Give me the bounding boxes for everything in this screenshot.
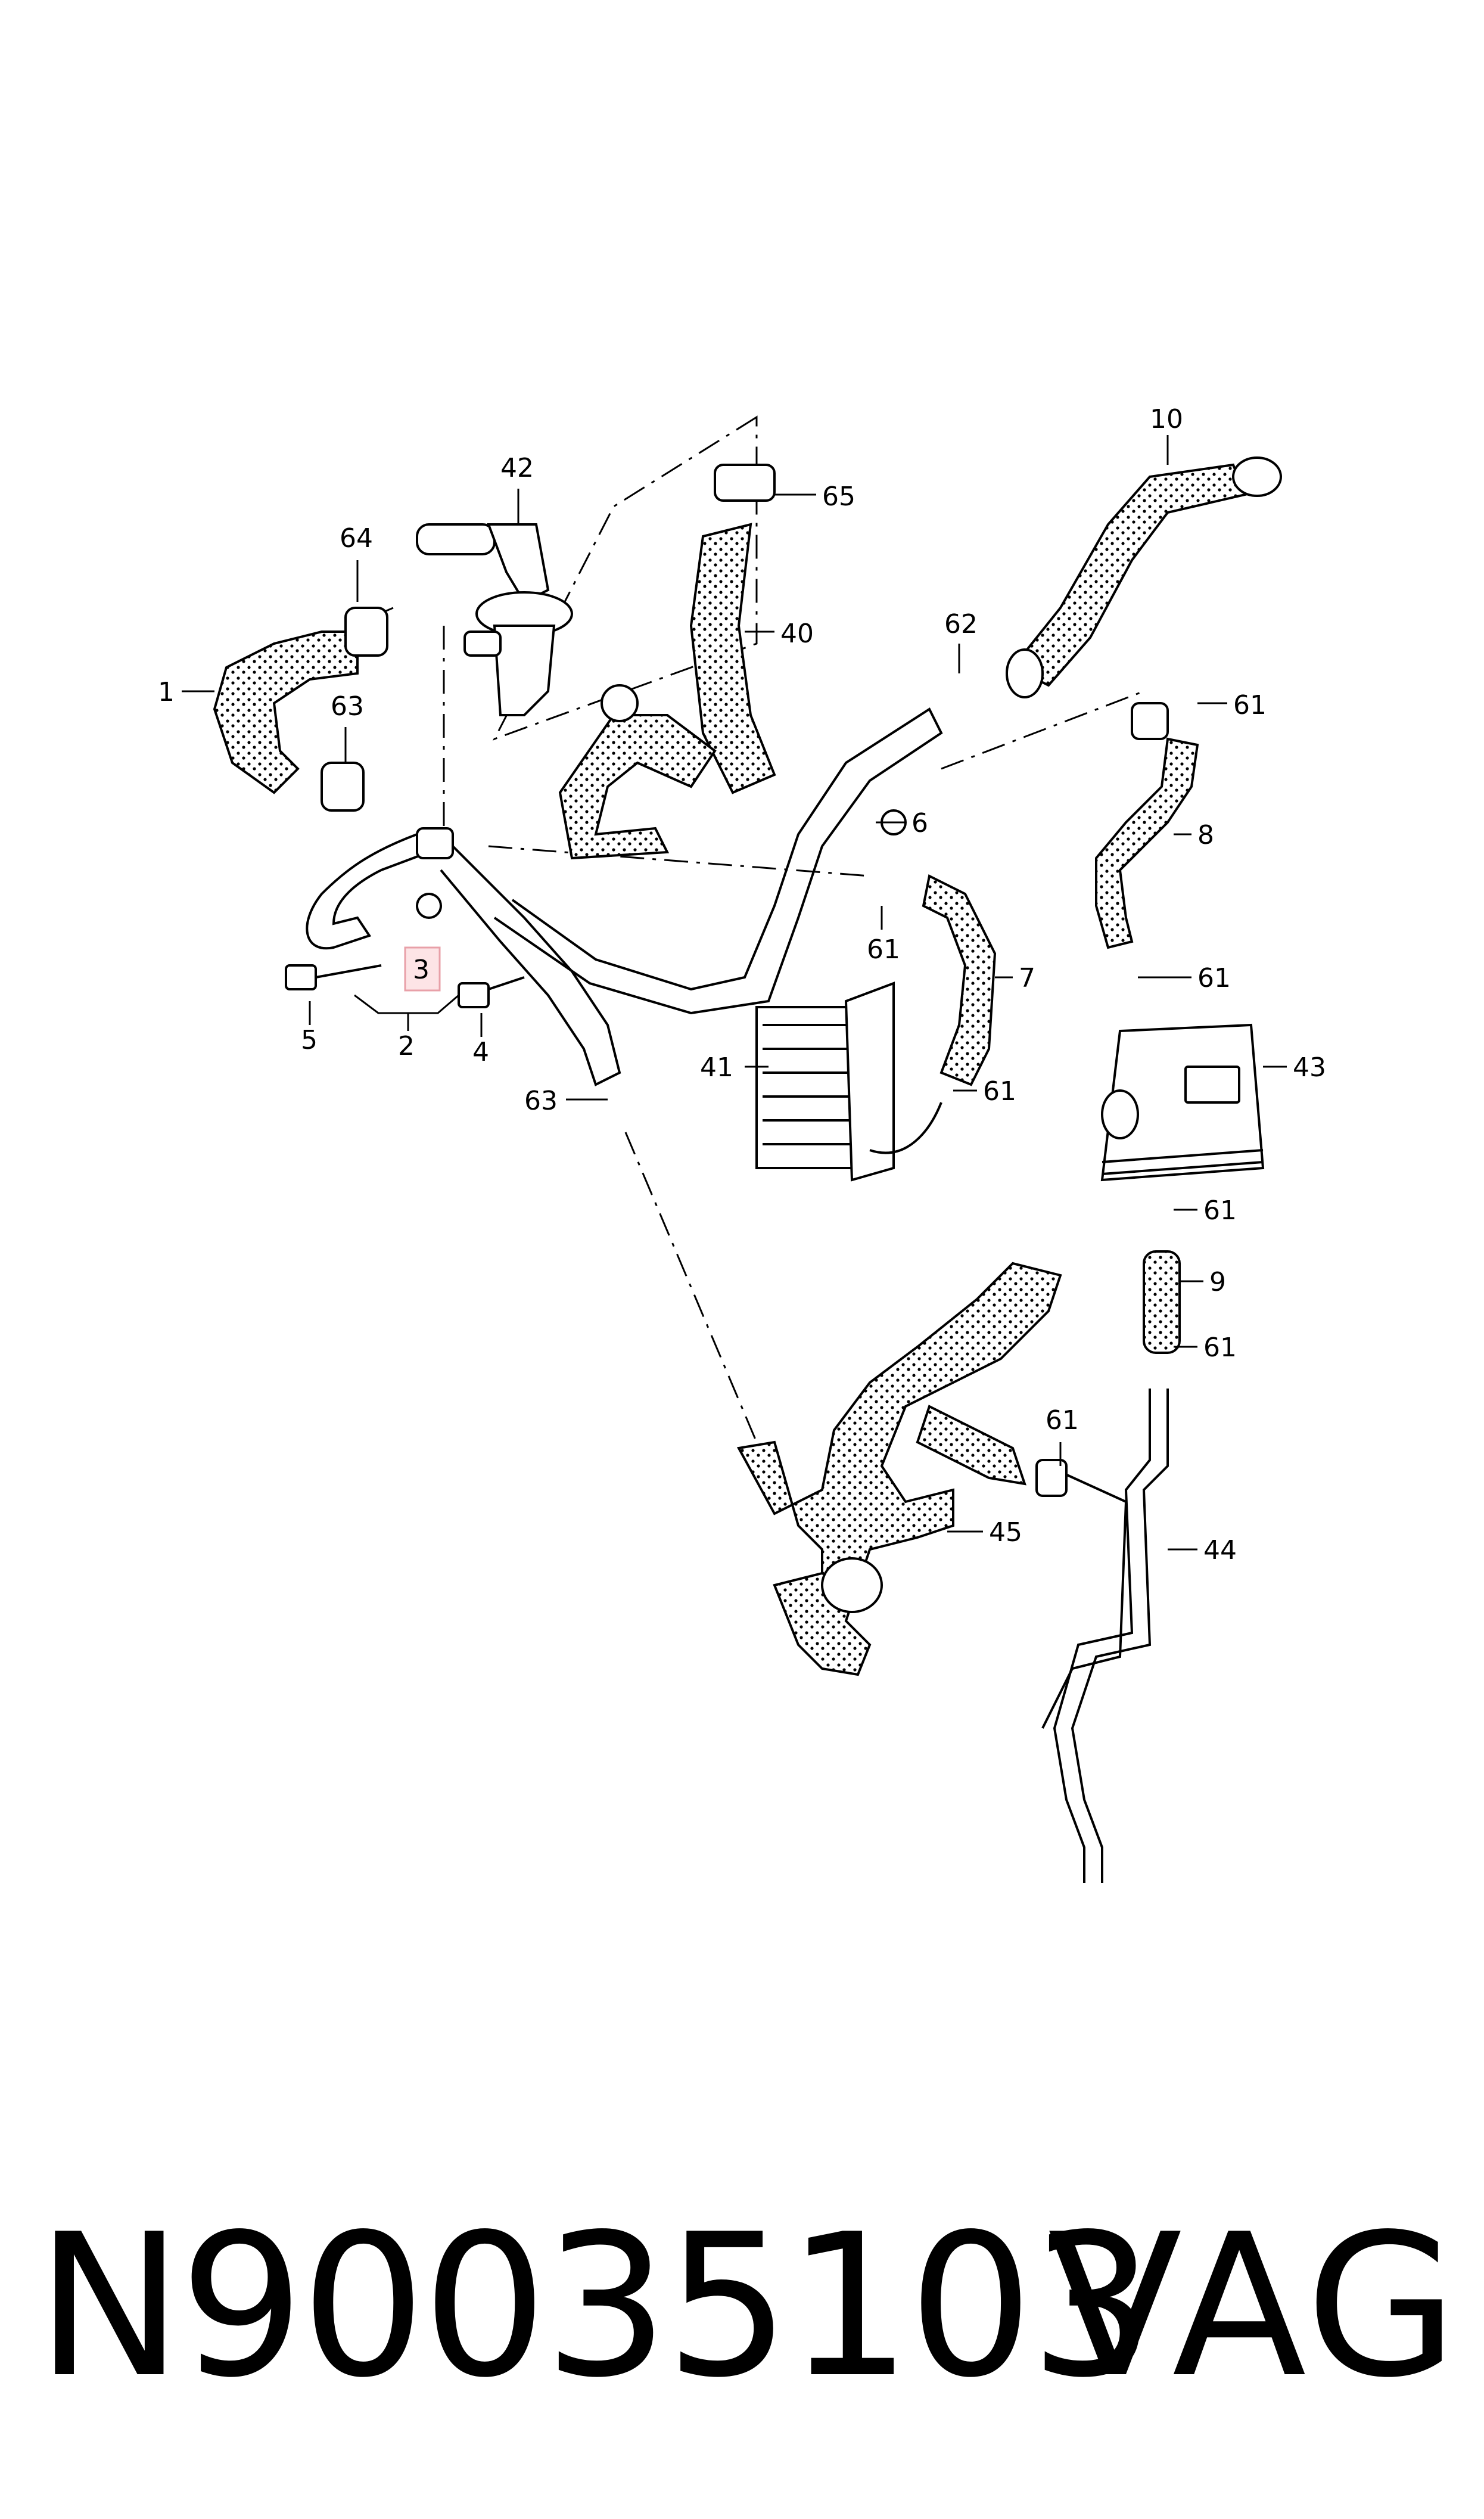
callout-61-g: 61 (1046, 1405, 1079, 1436)
callout-42: 42 (500, 453, 534, 483)
callout-8: 8 (1197, 820, 1214, 850)
callout-3: 3 (413, 955, 430, 985)
callout-61-f: 61 (1203, 1333, 1237, 1363)
pipe-2 (306, 707, 943, 1086)
callout-2: 2 (398, 1031, 415, 1061)
callout-43: 43 (1293, 1052, 1326, 1083)
highlight-box (404, 946, 441, 992)
pipe-44 (1041, 1389, 1169, 1883)
callout-5: 5 (301, 1025, 318, 1055)
bolt-4 (458, 976, 525, 1008)
callout-1: 1 (158, 677, 175, 707)
part-number: N90035103 (36, 2192, 1155, 2421)
cooler-41 (755, 981, 942, 1182)
callout-40: 40 (780, 619, 814, 649)
assembly-lines (351, 415, 1144, 1443)
callout-6: 6 (911, 808, 928, 838)
hose-10 (1006, 456, 1282, 698)
callout-61-b: 61 (1197, 963, 1231, 993)
callout-63-bottom: 63 (524, 1086, 558, 1116)
hose-9 (1143, 1250, 1181, 1354)
callout-9: 9 (1209, 1267, 1226, 1297)
callout-62: 62 (944, 609, 978, 639)
callout-4: 4 (472, 1037, 489, 1067)
pump-42 (416, 523, 573, 716)
callout-61-e: 61 (1203, 1195, 1237, 1226)
hose-45 (736, 1262, 1068, 1676)
callout-41: 41 (700, 1052, 733, 1083)
hose-7 (922, 874, 997, 1086)
bolt-5 (285, 964, 382, 990)
callout-65: 65 (822, 482, 855, 512)
callout-61-a: 61 (1233, 690, 1267, 720)
callout-61-c: 61 (867, 934, 900, 965)
callout-63-top: 63 (331, 691, 364, 722)
callout-7: 7 (1019, 963, 1035, 993)
callout-labels: 1 64 63 42 65 40 62 10 61 8 61 6 61 7 61… (158, 404, 1326, 1566)
hose-8 (1095, 702, 1199, 949)
brand-name: VAG (1047, 2192, 1460, 2421)
callout-64: 64 (340, 523, 373, 554)
leader-lines (182, 435, 1287, 1551)
footer: N90035103 VAG (0, 2181, 1484, 2431)
callout-44: 44 (1203, 1535, 1237, 1566)
callout-61-d: 61 (983, 1076, 1016, 1107)
callout-10: 10 (1150, 404, 1183, 434)
hose-40 (558, 464, 776, 860)
callout-45: 45 (989, 1517, 1022, 1548)
cooler-43 (1100, 1023, 1265, 1182)
parts-diagram: 1 64 63 42 65 40 62 10 61 8 61 6 61 7 61… (158, 404, 1326, 1883)
hose-1 (213, 607, 388, 812)
